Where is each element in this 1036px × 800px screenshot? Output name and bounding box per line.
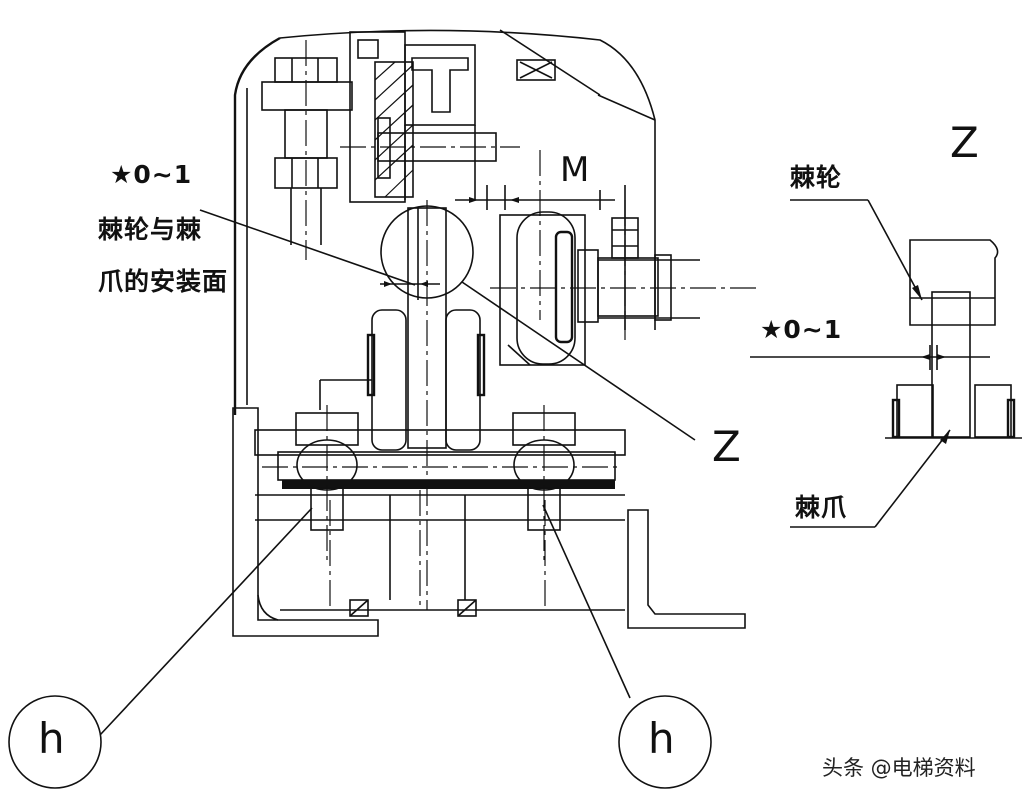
left-bracket bbox=[232, 407, 379, 637]
ratchet-wheel-label: 棘轮 bbox=[790, 163, 843, 192]
watermark: 头条 @电梯资料 bbox=[822, 756, 976, 780]
lower-bolt-right bbox=[457, 405, 576, 617]
dimension-m-label: M bbox=[560, 150, 590, 190]
dimension-m bbox=[455, 185, 615, 210]
balloon-h-right-text: h bbox=[648, 714, 675, 763]
section-z-label: Z bbox=[712, 422, 741, 471]
detail-z-view bbox=[750, 199, 1022, 528]
tolerance-label-detail: ★0~1 bbox=[760, 315, 843, 344]
z-detail-circle bbox=[380, 200, 474, 610]
lower-bolt-left bbox=[295, 405, 369, 617]
balloon-h-right bbox=[618, 695, 712, 789]
pawl-mechanism bbox=[340, 31, 520, 203]
install-face-label-line2: 爪的安装面 bbox=[98, 267, 229, 296]
tolerance-label-main: ★0~1 bbox=[110, 160, 193, 189]
balloon-h-left bbox=[8, 695, 102, 789]
balloon-h-left-text: h bbox=[38, 714, 65, 763]
top-fastener bbox=[516, 59, 556, 81]
upper-bolt bbox=[261, 40, 353, 260]
base-plate bbox=[254, 429, 626, 611]
install-face-label-line1: 棘轮与棘 bbox=[98, 215, 203, 244]
leader-lines bbox=[99, 209, 696, 736]
wheel-assembly bbox=[490, 150, 760, 366]
right-bracket bbox=[627, 509, 746, 629]
pawl-label: 棘爪 bbox=[795, 493, 848, 522]
housing-outline bbox=[233, 29, 656, 415]
roller-pair bbox=[319, 309, 486, 451]
detail-z-title: Z bbox=[950, 118, 979, 167]
